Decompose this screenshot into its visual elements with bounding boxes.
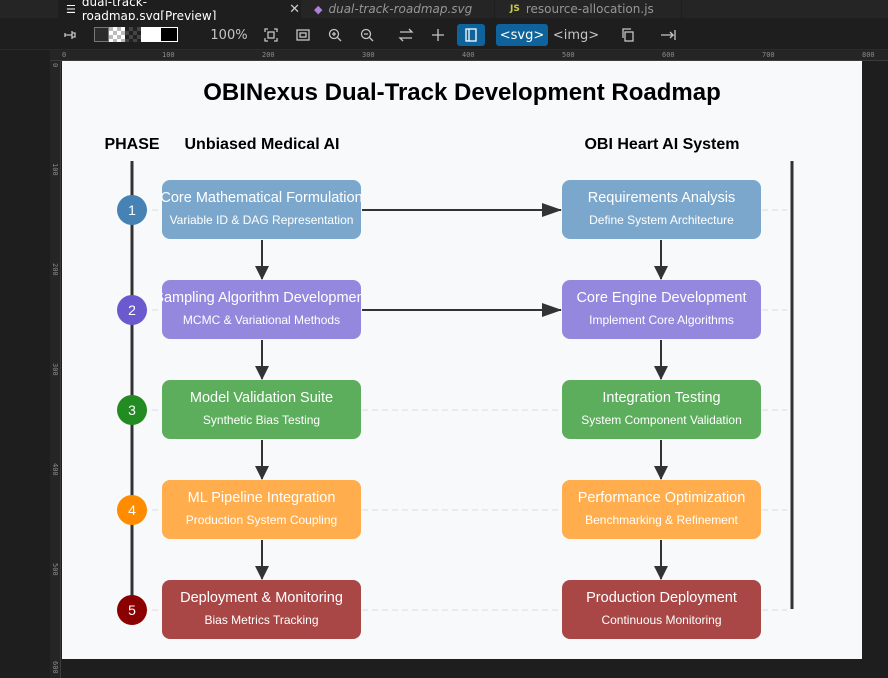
- stage-title: Requirements Analysis: [587, 190, 736, 206]
- stage-title: Model Validation Suite: [189, 390, 334, 406]
- right-track-header: OBI Heart AI System: [584, 136, 740, 153]
- ruler-label: 700: [762, 51, 775, 59]
- ruler-label: 100: [162, 51, 175, 59]
- ruler-label: 400: [51, 463, 59, 476]
- fit-selection-icon[interactable]: [260, 24, 282, 46]
- svg-preview-canvas: OBINexus Dual-Track Development Roadmap …: [62, 61, 862, 659]
- tab-label: dual-track-roadmap.svg[Preview]: [81, 0, 217, 23]
- close-icon[interactable]: ✕: [289, 1, 300, 17]
- ruler-label: 600: [51, 661, 59, 674]
- img-mode-button[interactable]: <img>: [552, 27, 600, 43]
- left-stage-2: Sampling Algorithm Development MCMC & Va…: [162, 280, 361, 339]
- left-stage-1: Core Mathematical Formulation Variable I…: [162, 180, 361, 239]
- tab-js-file[interactable]: JS resource-allocation.js: [496, 0, 682, 18]
- tab-svg-source[interactable]: ◆ dual-track-roadmap.svg: [302, 0, 495, 18]
- zoom-in-icon[interactable]: [324, 24, 346, 46]
- ruler-label: 0: [51, 63, 59, 68]
- copy-icon[interactable]: [617, 24, 639, 46]
- stage-title: Performance Optimization: [577, 490, 746, 506]
- tab-preview[interactable]: ☰ dual-track-roadmap.svg[Preview] ✕: [58, 0, 301, 23]
- pin-icon[interactable]: [60, 24, 80, 46]
- preview-toolbar: 100% <svg> <img>: [0, 20, 888, 50]
- right-stage-1: Requirements Analysis Define System Arch…: [562, 180, 761, 239]
- ruler-label: 200: [51, 263, 59, 276]
- phase-marker-5: 5: [117, 595, 147, 625]
- connector-layer: [130, 161, 794, 621]
- phase-header: PHASE: [104, 136, 160, 153]
- stage-title: ML Pipeline Integration: [187, 490, 336, 506]
- cross-track-arrows: [362, 203, 562, 317]
- add-icon[interactable]: [427, 24, 449, 46]
- right-stage-2: Core Engine Development Implement Core A…: [562, 280, 761, 339]
- zoom-level[interactable]: 100%: [210, 27, 248, 43]
- export-icon[interactable]: [656, 24, 680, 46]
- js-file-icon: JS: [510, 4, 520, 14]
- ruler-horizontal: 0 100 200 300 400 500 600 700 800: [50, 50, 888, 61]
- ruler-vertical: 0 100 200 300 400 500 600: [50, 61, 61, 678]
- stage-subtitle: MCMC & Variational Methods: [182, 313, 341, 327]
- right-stage-5: Production Deployment Continuous Monitor…: [562, 580, 761, 639]
- swap-icon[interactable]: [395, 24, 417, 46]
- stage-title: Core Engine Development: [576, 290, 747, 306]
- stage-subtitle: System Component Validation: [581, 413, 742, 427]
- diagram-title: OBINexus Dual-Track Development Roadmap: [203, 79, 721, 106]
- toggle-panel-icon[interactable]: [457, 24, 485, 46]
- ruler-label: 800: [862, 51, 875, 59]
- stage-subtitle: Variable ID & DAG Representation: [169, 213, 354, 227]
- tab-label: dual-track-roadmap.svg: [328, 2, 473, 16]
- ruler-label: 600: [662, 51, 675, 59]
- phase-marker-3: 3: [117, 395, 147, 425]
- ruler-label: 500: [51, 563, 59, 576]
- stage-subtitle: Production System Coupling: [185, 513, 338, 527]
- background-swatch-strip[interactable]: [94, 27, 178, 42]
- stage-title: Core Mathematical Formulation: [162, 190, 361, 206]
- fit-window-icon[interactable]: [292, 24, 314, 46]
- svg-file-icon: ◆: [314, 2, 323, 16]
- stage-title: Sampling Algorithm Development: [162, 290, 361, 306]
- right-stage-4: Performance Optimization Benchmarking & …: [562, 480, 761, 539]
- stage-title: Integration Testing: [602, 390, 721, 406]
- stage-subtitle: Synthetic Bias Testing: [202, 413, 321, 427]
- left-stage-3: Model Validation Suite Synthetic Bias Te…: [162, 380, 361, 439]
- stage-title: Production Deployment: [586, 590, 737, 606]
- ruler-label: 300: [362, 51, 375, 59]
- phase-marker-2: 2: [117, 295, 147, 325]
- ruler-label: 100: [51, 163, 59, 176]
- ruler-label: 400: [462, 51, 475, 59]
- stage-subtitle: Implement Core Algorithms: [589, 313, 734, 327]
- right-stage-3: Integration Testing System Component Val…: [562, 380, 761, 439]
- stage-subtitle: Benchmarking & Refinement: [585, 513, 738, 527]
- phase-marker-4: 4: [117, 495, 147, 525]
- ruler-label: 200: [262, 51, 275, 59]
- stage-subtitle: Bias Metrics Tracking: [204, 613, 319, 627]
- stage-title: Deployment & Monitoring: [180, 590, 343, 606]
- ruler-label: 300: [51, 363, 59, 376]
- left-stage-5: Deployment & Monitoring Bias Metrics Tra…: [162, 580, 361, 639]
- ruler-label: 500: [562, 51, 575, 59]
- svg-mode-button[interactable]: <svg>: [496, 24, 548, 46]
- preview-icon: ☰: [66, 2, 76, 16]
- left-stage-4: ML Pipeline Integration Production Syste…: [162, 480, 361, 539]
- left-track-header: Unbiased Medical AI: [184, 136, 340, 153]
- tab-bar: ☰ dual-track-roadmap.svg[Preview] ✕ ◆ du…: [0, 0, 888, 23]
- phase-marker-1: 1: [117, 195, 147, 225]
- stage-subtitle: Define System Architecture: [589, 213, 734, 227]
- tab-label: resource-allocation.js: [525, 2, 654, 16]
- zoom-out-icon[interactable]: [356, 24, 378, 46]
- ruler-label: 0: [62, 51, 67, 59]
- stage-subtitle: Continuous Monitoring: [601, 613, 722, 627]
